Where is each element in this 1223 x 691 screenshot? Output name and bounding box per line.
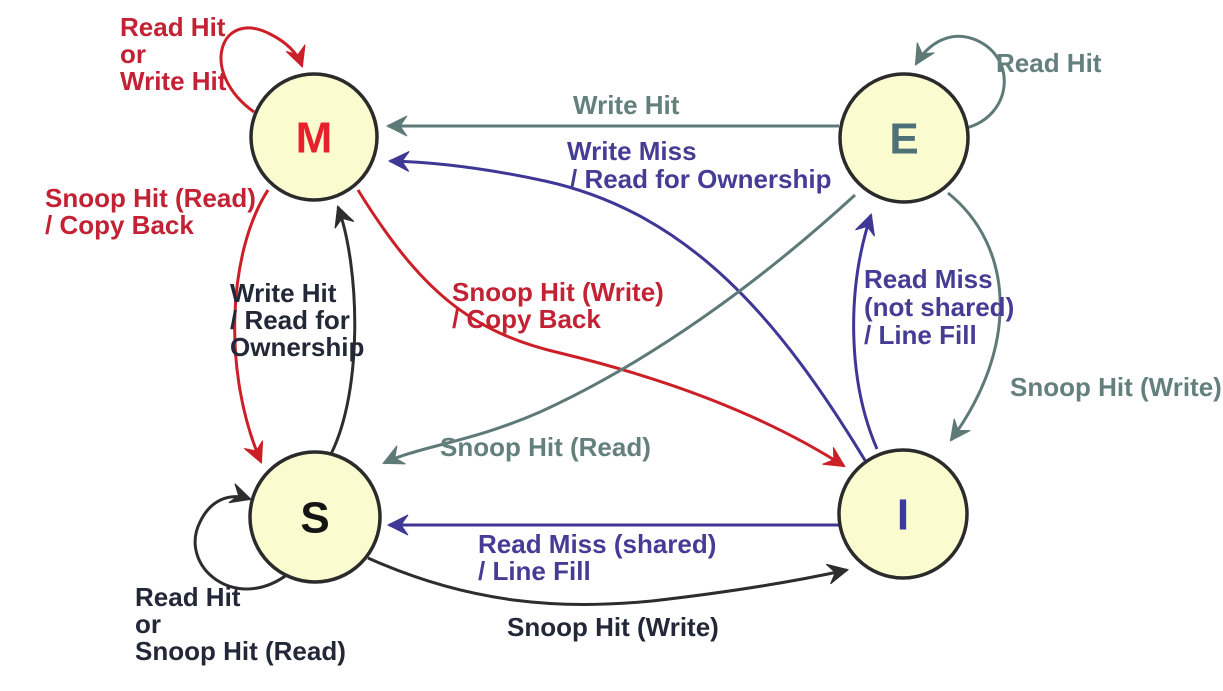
label-s-to-i: Snoop Hit (Write) (507, 612, 719, 642)
label-s-to-m: Write Hit / Read for Ownership (230, 278, 364, 362)
label-line: or (120, 39, 146, 69)
state-e-label: E (889, 114, 918, 163)
label-line: or (135, 609, 161, 639)
label-e-to-m: Write Hit (573, 90, 680, 120)
label-i-to-s: Read Miss (shared) / Line Fill (478, 529, 716, 586)
label-e-self-loop: Read Hit (996, 48, 1102, 78)
label-line: / Line Fill (864, 320, 977, 350)
state-e-circle (838, 72, 970, 204)
label-line: Snoop Hit (Read) (440, 432, 651, 462)
label-e-to-s: Snoop Hit (Read) (440, 432, 651, 462)
label-line: / Read for Ownership (570, 164, 832, 194)
edge-i-to-m (387, 151, 868, 463)
label-line: Write Miss (567, 136, 697, 166)
label-line: Snoop Hit (Write) (1010, 372, 1222, 402)
label-m-to-i: Snoop Hit (Write) / Copy Back (452, 277, 664, 334)
edge-s-to-i (367, 556, 850, 607)
label-line: (not shared) (864, 292, 1014, 322)
label-i-to-m: Write Miss / Read for Ownership (567, 136, 832, 194)
edge-e-to-s (382, 193, 857, 465)
label-line: / Line Fill (478, 556, 591, 586)
label-e-to-i: Snoop Hit (Write) (1010, 372, 1222, 402)
state-i-label: I (897, 490, 909, 539)
state-m-label: M (296, 113, 333, 162)
label-line: Snoop Hit (Read) (135, 636, 346, 666)
edge-s-to-m (329, 205, 357, 455)
label-line: Write Hit (573, 90, 680, 120)
label-m-self-loop: Read Hit or Write Hit (120, 12, 227, 96)
label-line: / Copy Back (45, 210, 194, 240)
label-line: Ownership (230, 332, 364, 362)
label-m-to-s: Snoop Hit (Read) / Copy Back (45, 183, 256, 240)
label-line: Read Hit (996, 48, 1102, 78)
label-line: / Copy Back (452, 304, 601, 334)
edge-e-self-loop (914, 34, 1006, 130)
state-i: I (837, 448, 969, 580)
state-i-circle (837, 448, 969, 580)
label-line: Snoop Hit (Read) (45, 183, 256, 213)
edge-i-to-e (852, 212, 879, 450)
label-line: Snoop Hit (Write) (452, 277, 664, 307)
label-line: Snoop Hit (Write) (507, 612, 719, 642)
label-i-to-e: Read Miss (not shared) / Line Fill (864, 264, 1014, 350)
state-s: S (248, 450, 382, 584)
state-e: E (838, 72, 970, 204)
edge-e-to-i (947, 191, 1002, 442)
label-line: Read Hit (135, 582, 241, 612)
edge-m-to-s (233, 189, 270, 464)
label-s-self-loop: Read Hit or Snoop Hit (Read) (135, 582, 346, 666)
label-line: Write Hit (120, 66, 227, 96)
state-m-circle (249, 72, 379, 202)
label-line: Read Miss (shared) (478, 529, 716, 559)
state-s-label: S (300, 493, 329, 542)
label-line: / Read for (230, 305, 350, 335)
label-line: Read Hit (120, 12, 226, 42)
edge-m-to-i (356, 189, 846, 468)
state-s-circle (248, 450, 382, 584)
label-line: Read Miss (864, 264, 993, 294)
edge-s-self-loop (193, 483, 289, 591)
edge-m-self-loop (219, 26, 306, 114)
label-line: Write Hit (230, 278, 337, 308)
state-m: M (249, 72, 379, 202)
